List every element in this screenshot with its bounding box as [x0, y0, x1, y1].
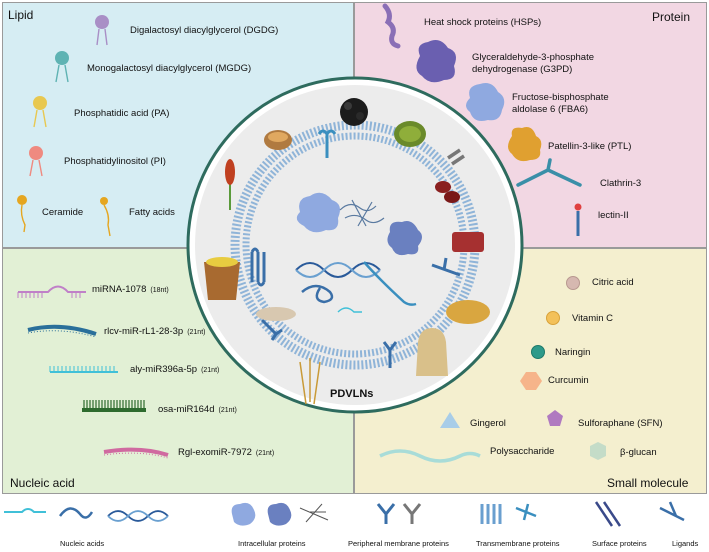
red-beans-image	[452, 232, 484, 252]
hsp-protein-icon	[382, 3, 401, 49]
nucleic-label-rgl: Rgl-exomiR-7972(21nt)	[178, 447, 275, 458]
sulforaphane-icon	[547, 410, 563, 426]
citric-acid-icon	[566, 276, 580, 290]
soybeans-image	[446, 300, 490, 324]
small-label-vitamin-c: Vitamin C	[572, 313, 614, 324]
dgdg-lipid-icon	[95, 15, 109, 46]
polysaccharide-icon	[379, 449, 481, 463]
nucleic-label-rlcv: rlcv-miR-rL1-28-3p(21nt)	[104, 326, 206, 337]
nucleic-label-mirna-1078: miRNA-1078(18nt)	[92, 284, 169, 295]
fba6-protein-icon	[466, 83, 505, 121]
ligand-icon	[431, 257, 461, 277]
small-label-naringin: Naringin	[555, 347, 591, 358]
mirna-1078-icon	[17, 285, 86, 298]
protein-label-g3pd: Glyceraldehyde-3-phosphate dehydrogenase…	[472, 52, 594, 75]
clathrin-icon	[516, 158, 582, 187]
legend-label-surface-proteins: Surface proteins	[592, 539, 647, 548]
nucleic-acid-title: Nucleic acid	[10, 476, 75, 490]
pa-lipid-icon	[33, 96, 47, 128]
legend-label-intracellular-proteins: Intracellular proteins	[238, 539, 306, 548]
legend-label-peripheral-membrane-proteins: Peripheral membrane proteins	[348, 539, 449, 548]
protein-title: Protein	[652, 10, 691, 24]
corn-basket-image	[204, 262, 240, 300]
legend-intracellular-proteins-icon	[231, 502, 329, 526]
small-label-citric-acid: Citric acid	[592, 277, 634, 288]
lipid-label-pa: Phosphatidic acid (PA)	[74, 108, 170, 119]
pi-lipid-icon	[29, 146, 43, 177]
small-label-sulforaphane: Sulforaphane (SFN)	[578, 418, 663, 429]
flour-image	[256, 307, 296, 321]
center-title: PDVLNs	[330, 388, 374, 400]
gingerol-icon	[440, 412, 460, 428]
transmembrane-protein-icon	[250, 247, 266, 287]
lipid-label-ceramide: Ceramide	[42, 207, 84, 218]
kidney-beans-image	[435, 181, 451, 193]
peripheral-membrane-protein-icon	[447, 148, 465, 166]
mrna-icon	[363, 261, 417, 306]
intracellular-protein-icon	[296, 192, 340, 233]
g3pd-protein-icon	[416, 40, 456, 83]
lipid-title: Lipid	[8, 8, 34, 22]
rna-icon	[301, 284, 334, 304]
small-molecule-title: Small molecule	[607, 476, 689, 490]
rgl-exomir-icon	[103, 447, 169, 459]
protein-label-hsp: Heat shock proteins (HSPs)	[424, 17, 542, 28]
protein-label-ptl: Patellin-3-like (PTL)	[548, 141, 632, 152]
vitamin-c-icon	[546, 311, 560, 325]
legend-surface-proteins-icon	[594, 501, 622, 527]
legend-peripheral-membrane-proteins-icon	[376, 503, 422, 524]
intracellular-protein-icon	[387, 221, 422, 256]
lipid-label-fatty-acids: Fatty acids	[129, 207, 175, 218]
legend-bar	[0, 496, 709, 552]
food-illustrations	[204, 98, 490, 405]
mgdg-lipid-icon	[55, 51, 69, 83]
small-label-beta-glucan: β-glucan	[620, 447, 657, 458]
ceramide-icon	[17, 195, 27, 233]
rlcv-mirna-icon	[27, 324, 97, 338]
osa-mirna-icon	[82, 400, 146, 412]
surface-protein-icon	[317, 129, 337, 158]
beta-glucan-icon	[590, 442, 606, 460]
protein-label-clathrin: Clathrin-3	[600, 178, 642, 189]
legend-label-ligands: Ligands	[672, 539, 699, 548]
lectin-icon	[574, 203, 582, 236]
fibrous-protein-icon	[339, 199, 385, 227]
wheat-image	[299, 358, 321, 405]
fatty-acid-icon	[100, 197, 111, 237]
nucleic-label-osa: osa-miR164d(21nt)	[158, 404, 237, 415]
protein-label-lectin: lectin-II	[598, 210, 629, 221]
curcumin-icon	[520, 372, 542, 390]
aly-mirna-icon	[49, 366, 118, 373]
protein-label-fba6: Fructose-bisphosphate aldolase 6 (FBA6)	[512, 92, 609, 115]
legend-transmembrane-proteins-icon	[480, 503, 537, 524]
legend-label-transmembrane-proteins: Transmembrane proteins	[476, 539, 560, 548]
lipid-label-mgdg: Monogalactosyl diacylglycerol (MGDG)	[87, 63, 252, 74]
grain-sack-image	[416, 328, 448, 376]
naringin-icon	[531, 345, 545, 359]
legend-nucleic-acids-icon	[4, 507, 169, 522]
small-label-curcumin: Curcumin	[548, 375, 589, 386]
legend-label-nucleic-acids: Nucleic acids	[60, 539, 105, 548]
y-receptor-icon	[382, 341, 398, 368]
lipid-label-pi: Phosphatidylinositol (PI)	[64, 156, 166, 167]
small-label-polysaccharide: Polysaccharide	[490, 446, 555, 457]
receptor-icon	[260, 318, 283, 341]
ptl-protein-icon	[508, 127, 542, 162]
mirna-icon	[337, 307, 362, 313]
vesicle-lumen	[251, 141, 459, 349]
small-label-gingerol: Gingerol	[470, 418, 506, 429]
legend-ligands-icon	[659, 501, 685, 522]
nucleic-label-aly: aly-miR396a-5p(21nt)	[130, 364, 220, 375]
lipid-label-dgdg: Digalactosyl diacylglycerol (DGDG)	[130, 25, 279, 36]
